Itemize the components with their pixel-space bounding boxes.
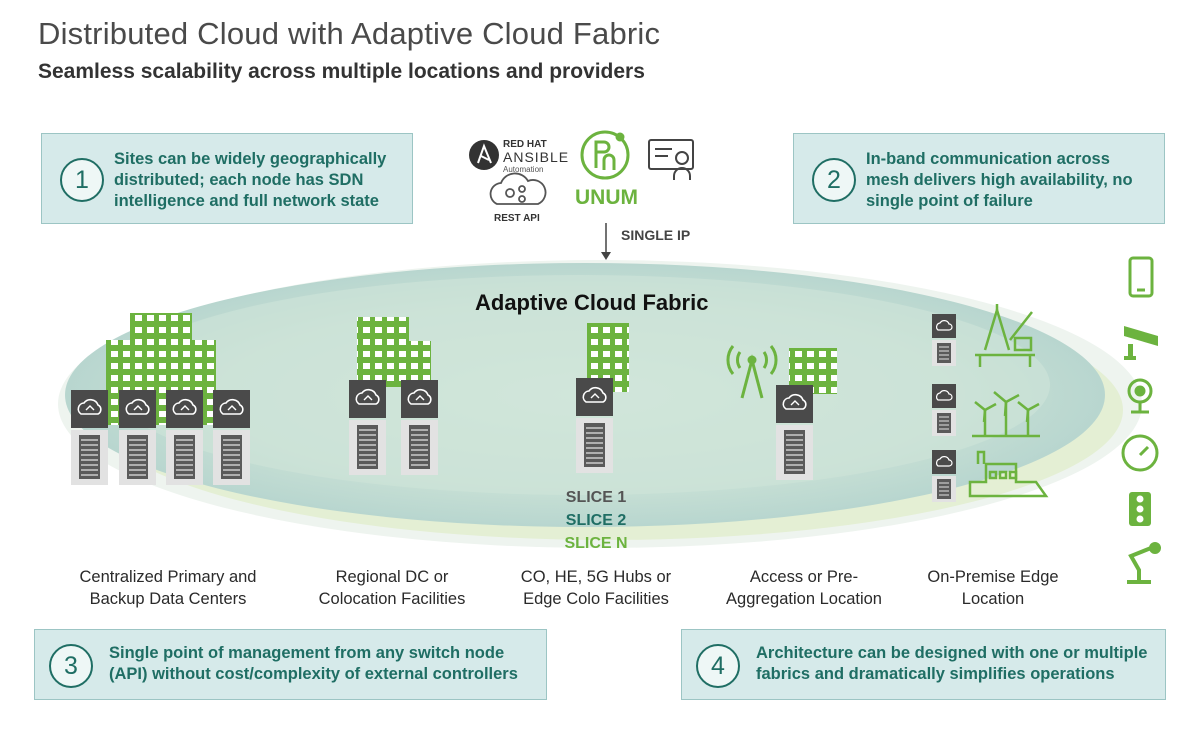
callout-line: intelligence and full network state: [114, 192, 379, 210]
site-label-line: Centralized Primary and: [79, 568, 257, 586]
site-label-line: Backup Data Centers: [89, 590, 247, 608]
gauge-icon: [1121, 434, 1159, 472]
traffic-light-icon: [1129, 492, 1151, 526]
callout-number: 1: [60, 158, 104, 202]
switch-node-icon: [400, 379, 439, 476]
switch-node-icon: [575, 377, 614, 474]
unum-label: UNUM: [575, 186, 638, 209]
rest-api-icon: [489, 172, 547, 205]
callout-line: mesh delivers high availability, no: [866, 171, 1133, 189]
slice-label: SLICE N: [564, 535, 628, 552]
factory-icon: [968, 450, 1049, 498]
ansible-line-2: ANSIBLE: [503, 149, 570, 165]
callout-line: single point of failure: [866, 192, 1033, 210]
callout-line: fabrics and dramatically simplifies oper…: [756, 665, 1115, 683]
oil-rig-icon: [975, 304, 1035, 367]
callout-2: 2 In-band communication across mesh deli…: [793, 133, 1165, 224]
page-title: Distributed Cloud with Adaptive Cloud Fa…: [38, 16, 661, 51]
wind-turbines-icon: [972, 391, 1040, 438]
camera-icon: [1124, 326, 1158, 360]
callout-text: Single point of management from any swit…: [109, 643, 544, 685]
unum-logo: [580, 130, 630, 180]
building-icon: [357, 317, 431, 387]
callout-line: distributed; each node has SDN: [114, 171, 364, 189]
robot-arm-icon: [1127, 542, 1161, 584]
switch-node-icon: [70, 389, 109, 486]
site-label-line: CO, HE, 5G Hubs or: [520, 568, 672, 586]
switch-node-icon: [931, 313, 957, 367]
callout-text: Architecture can be designed with one or…: [756, 643, 1161, 685]
callout-number: 3: [49, 644, 93, 688]
site-label-line: Regional DC or: [335, 568, 449, 586]
switch-node-icon: [931, 449, 957, 503]
page-subtitle: Seamless scalability across multiple loc…: [38, 60, 645, 83]
switch-node-icon: [212, 389, 251, 486]
callout-3: 3 Single point of management from any sw…: [34, 629, 547, 700]
callout-line: In-band communication across: [866, 150, 1110, 168]
ansible-logo: [469, 140, 499, 170]
ansible-line-3: Automation: [503, 165, 544, 174]
switch-node-icon: [165, 389, 204, 486]
callout-number: 2: [812, 158, 856, 202]
switch-node-icon: [348, 379, 387, 476]
switch-node-icon: [775, 384, 814, 481]
slice-label: SLICE 1: [565, 489, 627, 506]
switch-node-icon: [118, 389, 157, 486]
site-label-access: Access or Pre- Aggregation Location: [689, 566, 919, 610]
callout-text: In-band communication across mesh delive…: [866, 149, 1161, 212]
single-ip-label: SINGLE IP: [621, 227, 691, 243]
phone-icon: [1128, 256, 1154, 298]
ansible-brand: RED HAT ANSIBLE Automation: [503, 139, 569, 175]
callout-line: Single point of management from any swit…: [109, 644, 505, 662]
site-label-line: Colocation Facilities: [318, 590, 466, 608]
site-label-edge-colo: CO, HE, 5G Hubs or Edge Colo Facilities: [481, 566, 711, 610]
site-label-on-premise: On-Premise Edge Location: [878, 566, 1108, 610]
webcam-icon: [1127, 378, 1153, 414]
site-label-line: Location: [961, 590, 1025, 608]
callout-4: 4 Architecture can be designed with one …: [681, 629, 1166, 700]
rest-api-label: REST API: [494, 213, 540, 224]
site-label-line: Edge Colo Facilities: [523, 590, 669, 608]
callout-1: 1 Sites can be widely geographically dis…: [41, 133, 413, 224]
site-label-central-dc: Centralized Primary and Backup Data Cent…: [53, 566, 283, 610]
slice-label: SLICE 2: [565, 512, 627, 529]
site-label-line: Aggregation Location: [726, 590, 882, 608]
site-label-line: On-Premise Edge: [927, 568, 1059, 586]
ansible-line-1: RED HAT: [503, 139, 547, 150]
site-label-regional-dc: Regional DC or Colocation Facilities: [277, 566, 507, 610]
callout-number: 4: [696, 644, 740, 688]
callout-line: (API) without cost/complexity of externa…: [109, 665, 518, 683]
certificate-icon: [648, 139, 694, 180]
callout-text: Sites can be widely geographically distr…: [114, 149, 409, 212]
callout-line: Sites can be widely geographically: [114, 150, 387, 168]
fabric-label: Adaptive Cloud Fabric: [475, 290, 709, 315]
switch-node-icon: [931, 383, 957, 437]
cell-tower-icon: [726, 345, 778, 399]
site-label-line: Access or Pre-: [749, 568, 859, 586]
callout-line: Architecture can be designed with one or…: [756, 644, 1148, 662]
